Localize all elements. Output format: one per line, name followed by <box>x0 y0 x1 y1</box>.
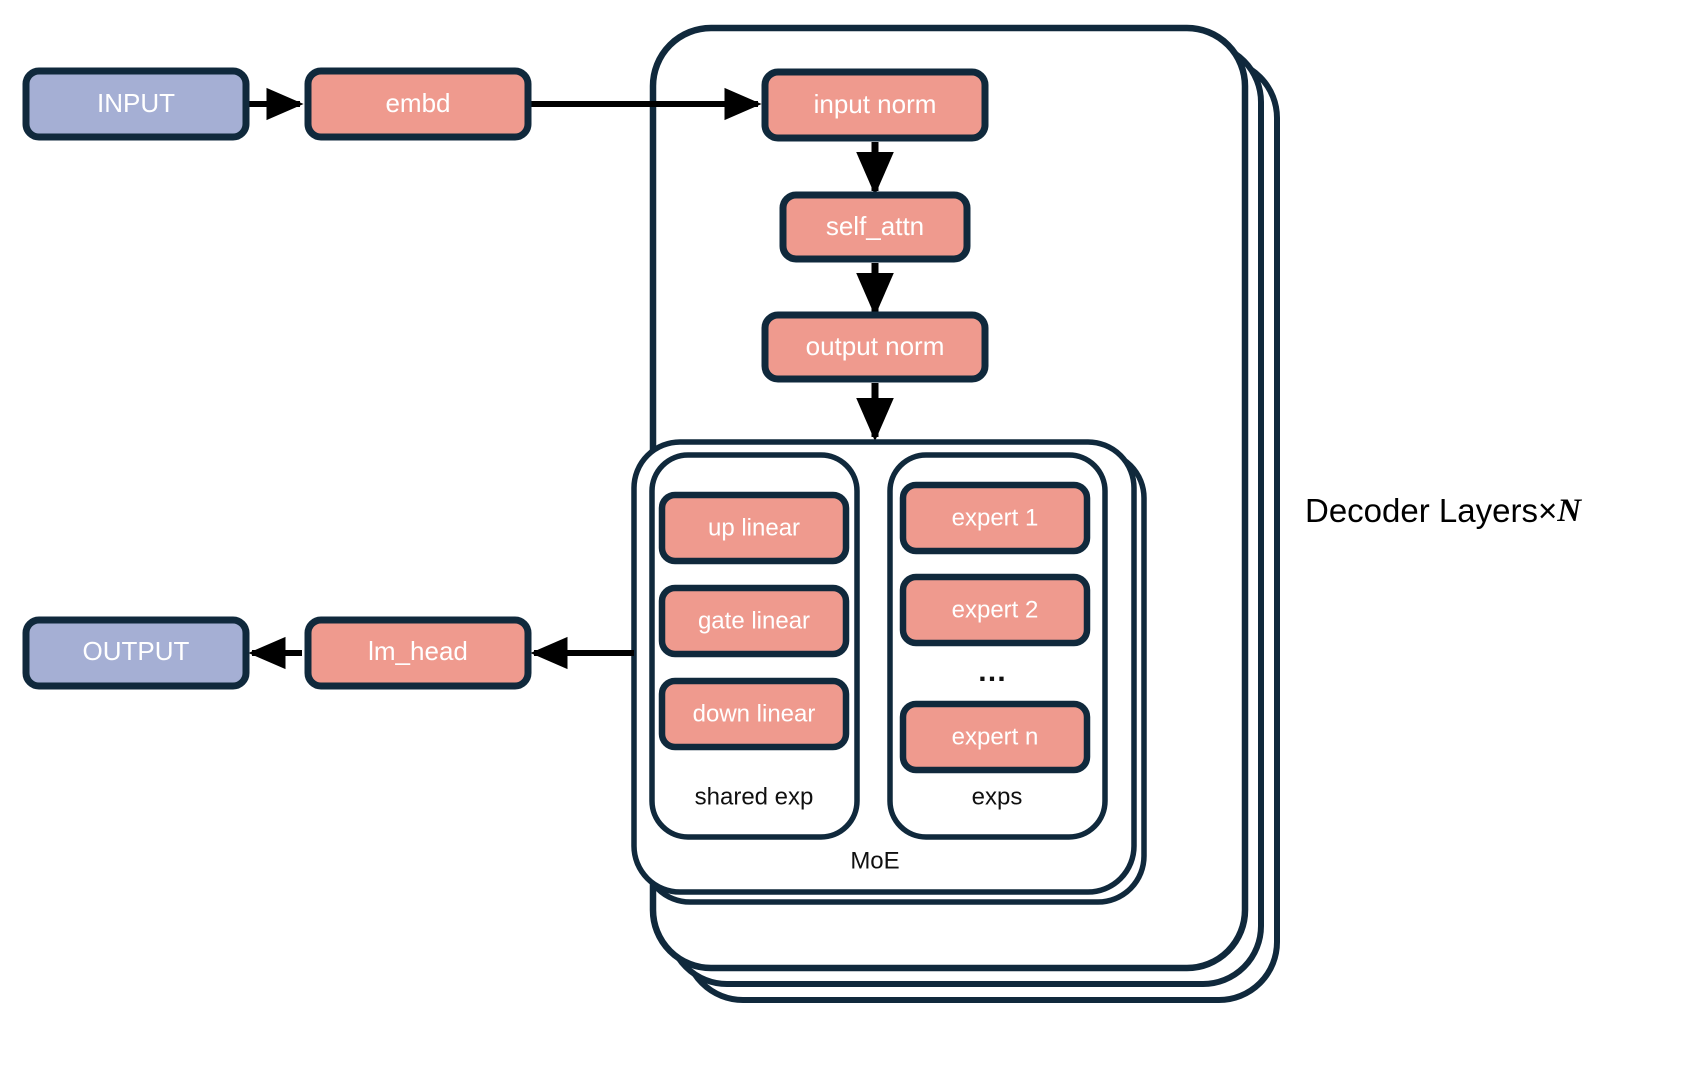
node-gate-linear-box[interactable] <box>658 584 850 658</box>
node-expert-2[interactable]: expert 2 <box>899 573 1091 647</box>
node-gate-linear[interactable]: gate linear <box>658 584 850 658</box>
node-expert-2-box[interactable] <box>899 573 1091 647</box>
node-self-attn-box[interactable] <box>779 191 971 263</box>
experts-ellipsis: … <box>977 655 1009 688</box>
node-input-norm-box[interactable] <box>761 68 989 142</box>
node-lm-head[interactable]: lm_head <box>304 616 532 690</box>
node-up-linear[interactable]: up linear <box>658 491 850 565</box>
node-self-attn[interactable]: self_attn <box>779 191 971 263</box>
node-output-norm-box[interactable] <box>761 311 989 383</box>
node-input[interactable]: INPUT <box>22 67 250 141</box>
node-down-linear-box[interactable] <box>658 677 850 751</box>
node-output-norm[interactable]: output norm <box>761 311 989 383</box>
shared-expert-label: shared exp <box>695 783 814 810</box>
node-lm-head-box[interactable] <box>304 616 532 690</box>
node-input-box[interactable] <box>22 67 250 141</box>
decoder-layers-count: N <box>1556 493 1582 529</box>
node-expert-n[interactable]: expert n <box>899 700 1091 774</box>
decoder-layers-side-label: Decoder Layers×N <box>1305 492 1582 529</box>
node-expert-1-box[interactable] <box>899 481 1091 555</box>
node-output-box[interactable] <box>22 616 250 690</box>
node-input-norm[interactable]: input norm <box>761 68 989 142</box>
node-down-linear[interactable]: down linear <box>658 677 850 751</box>
node-expert-1[interactable]: expert 1 <box>899 481 1091 555</box>
experts-label: exps <box>972 783 1023 810</box>
node-up-linear-box[interactable] <box>658 491 850 565</box>
moe-label: MoE <box>850 847 899 874</box>
decoder-layers-side-label-text: Decoder Layers× <box>1305 492 1557 529</box>
node-embd[interactable]: embd <box>304 67 532 141</box>
node-embd-box[interactable] <box>304 67 532 141</box>
node-expert-n-box[interactable] <box>899 700 1091 774</box>
node-output[interactable]: OUTPUT <box>22 616 250 690</box>
